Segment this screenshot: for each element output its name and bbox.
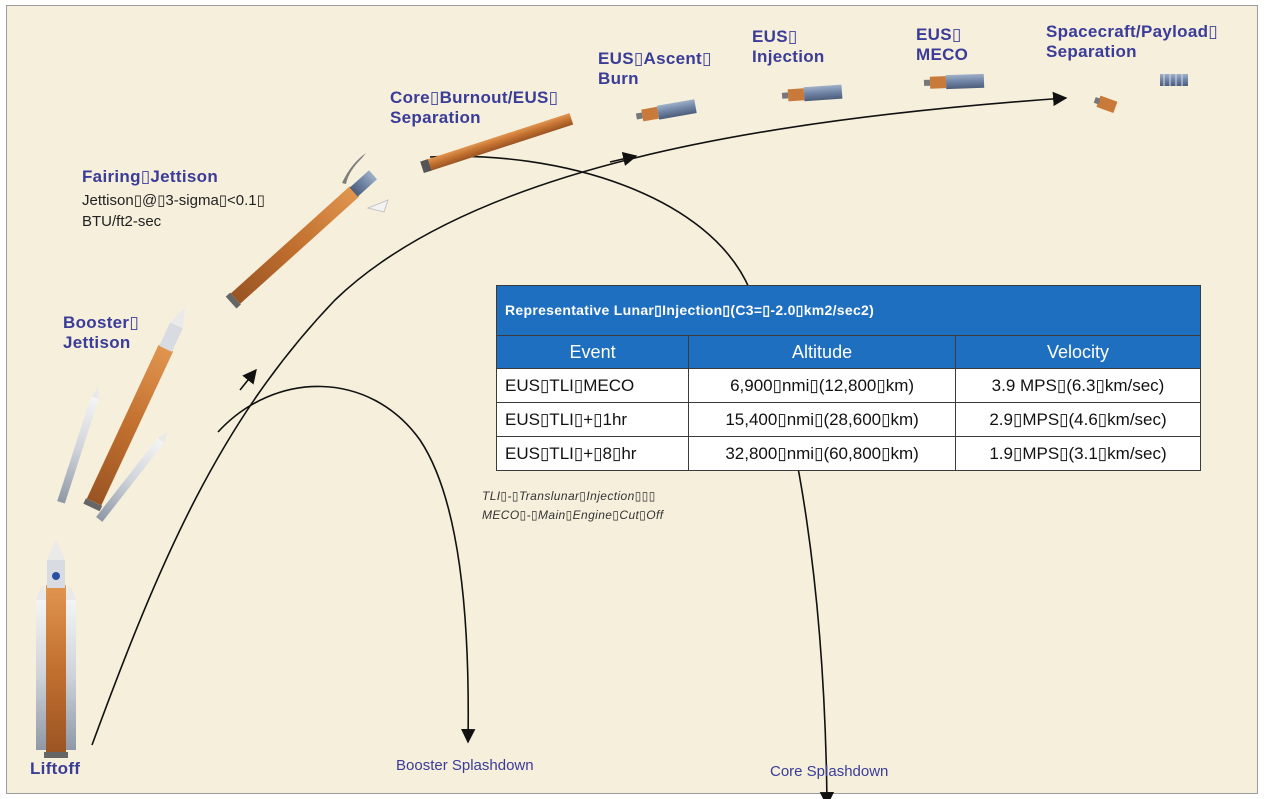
velocity-cell: 2.9▯MPS▯(4.6▯km/sec) — [955, 402, 1201, 437]
fairing-jettison-rocket-icon — [225, 170, 378, 309]
trajectory-arrow-2 — [609, 151, 638, 166]
core-burnout-rocket-icon — [420, 113, 574, 174]
eus-injection-label: EUS▯ Injection — [752, 27, 825, 66]
lunar-injection-table: Representative Lunar▯Injection▯(C3=▯-2.0… — [495, 285, 1201, 471]
velocity-cell: 1.9▯MPS▯(3.1▯km/sec) — [955, 436, 1201, 471]
column-header-velocity: Velocity — [955, 335, 1201, 369]
column-header-altitude: Altitude — [688, 335, 956, 369]
separated-booster-right-icon — [96, 431, 168, 522]
booster-jettison-rocket-icon — [83, 307, 185, 512]
altitude-cell: 6,900▯nmi▯(12,800▯km) — [688, 368, 956, 403]
velocity-cell: 3.9 MPS▯(6.3▯km/sec) — [955, 368, 1201, 403]
core-splashdown-path — [429, 155, 835, 799]
altitude-cell: 32,800▯nmi▯(60,800▯km) — [688, 436, 956, 471]
event-cell: EUS▯TLI▯MECO — [495, 368, 690, 403]
table-row: EUS▯TLI▯MECO 6,900▯nmi▯(12,800▯km) 3.9 M… — [495, 368, 1201, 403]
table-row: EUS▯TLI▯+▯8▯hr 32,800▯nmi▯(60,800▯km) 1.… — [495, 436, 1201, 471]
booster-jettison-label: Booster▯ Jettison — [63, 313, 139, 352]
table-row: EUS▯TLI▯+▯1hr 15,400▯nmi▯(28,600▯km) 2.9… — [495, 402, 1201, 437]
booster-splashdown-label: Booster Splashdown — [396, 757, 534, 774]
fairing-jettison-note: Jettison▯@▯3-sigma▯<0.1▯ BTU/ft2-sec — [82, 192, 265, 230]
separated-booster-left-icon — [57, 387, 99, 504]
liftoff-label: Liftoff — [30, 759, 81, 778]
table-title: Representative Lunar▯Injection▯(C3=▯-2.0… — [496, 285, 1201, 336]
core-splashdown-label: Core Splashdown — [770, 763, 889, 780]
event-cell: EUS▯TLI▯+▯1hr — [495, 402, 690, 437]
footnotes: TLI▯-▯Translunar▯Injection▯▯▯ MECO▯-▯Mai… — [482, 489, 664, 522]
booster-splashdown-path — [217, 385, 476, 744]
ascent-trajectory — [91, 91, 1068, 746]
fairing-half-icon — [342, 153, 366, 184]
liftoff-rocket-icon — [36, 540, 76, 758]
spacecraft-payload-icon — [1160, 74, 1188, 86]
eus-injection-stage-icon — [781, 84, 843, 102]
eus-ascent-burn-label: EUS▯Ascent▯ Burn — [598, 49, 712, 88]
fairing-cone-icon — [366, 199, 389, 213]
spacecraft-separation-label: Spacecraft/Payload▯ Separation — [1046, 22, 1218, 61]
spent-stage-icon — [1093, 95, 1118, 114]
eus-meco-label: EUS▯ MECO — [916, 25, 969, 64]
eus-ascent-burn-stage-icon — [635, 99, 697, 122]
trajectory-arrow-1 — [239, 368, 257, 391]
core-burnout-label: Core▯Burnout/EUS▯ Separation — [390, 88, 559, 127]
event-cell: EUS▯TLI▯+▯8▯hr — [495, 436, 690, 471]
column-header-event: Event — [495, 335, 690, 369]
eus-meco-stage-icon — [923, 73, 985, 90]
altitude-cell: 15,400▯nmi▯(28,600▯km) — [688, 402, 956, 437]
fairing-jettison-label: Fairing▯Jettison — [82, 167, 219, 186]
